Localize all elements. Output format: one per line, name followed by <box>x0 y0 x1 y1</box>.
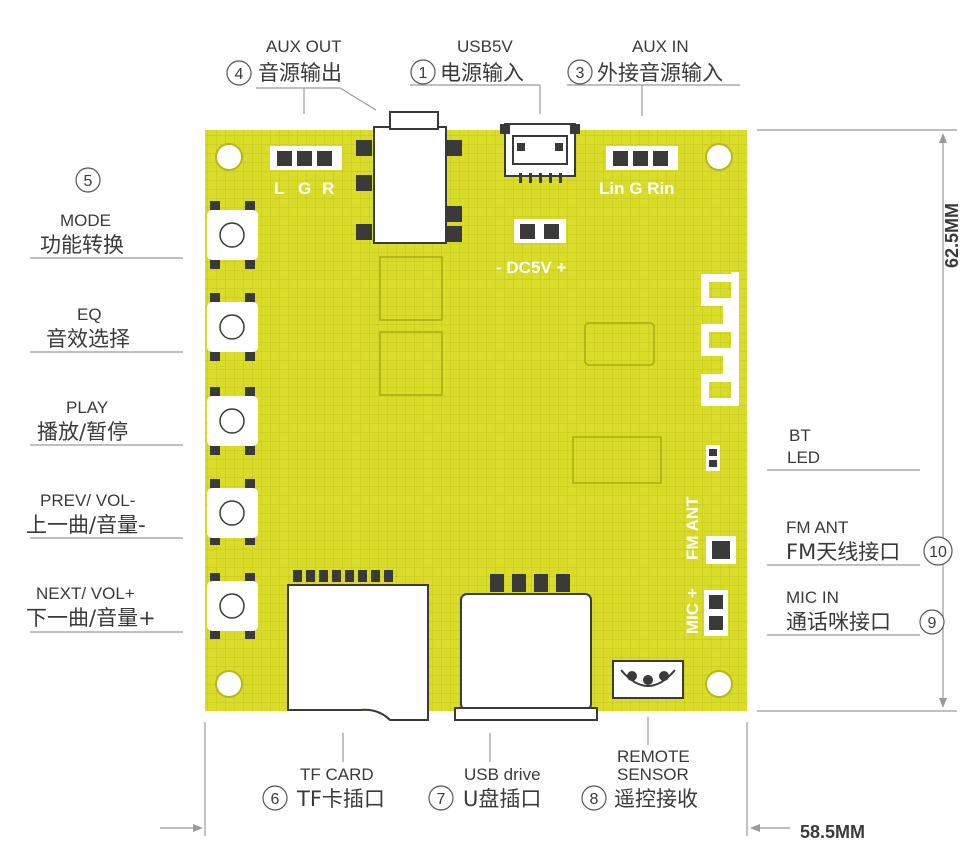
prev-button <box>207 479 258 545</box>
silk-fm-ant: FM ANT <box>683 496 702 560</box>
fm-ant-pad <box>706 536 736 564</box>
height-dimension: 62.5MM <box>942 203 962 268</box>
bt-led-label-2: LED <box>787 448 820 467</box>
mic-in-label-en: MIC IN <box>786 588 839 607</box>
play-label-cn: 播放/暂停 <box>37 420 128 444</box>
callout-1: 1 <box>419 65 428 82</box>
mode-label-cn: 功能转换 <box>40 233 124 257</box>
mounting-holes <box>215 143 733 698</box>
silk-r: R <box>322 179 334 198</box>
usb5v-label-en: USB5V <box>457 37 513 56</box>
remote-label-1: REMOTE <box>617 747 690 766</box>
usb-drive-label-en: USB drive <box>464 765 541 784</box>
audio-jack <box>356 111 462 244</box>
callout-10: 10 <box>929 544 947 561</box>
remote-label-2: SENSOR <box>617 765 689 784</box>
fm-ant-label-cn: FM天线接口 <box>786 540 900 564</box>
aux-in-header <box>606 146 678 170</box>
aux-out-label-cn: 音源输出 <box>258 61 342 85</box>
remote-label-cn: 遥控接收 <box>614 787 698 811</box>
micro-usb-port <box>500 123 580 183</box>
callout-3: 3 <box>576 65 585 82</box>
callout-4: 4 <box>235 66 244 83</box>
next-button <box>207 573 258 639</box>
callout-7: 7 <box>437 791 446 808</box>
aux-in-label-cn: 外接音源输入 <box>597 61 723 85</box>
mode-label-en: MODE <box>60 211 111 230</box>
callout-6: 6 <box>271 791 280 808</box>
tf-card-slot <box>287 570 429 721</box>
eq-label-cn: 音效选择 <box>46 327 130 351</box>
aux-out-header <box>270 146 342 170</box>
next-label-en: NEXT/ VOL+ <box>36 584 135 603</box>
prev-label-en: PREV/ VOL- <box>40 491 135 510</box>
ir-receiver <box>612 660 684 699</box>
eq-label-en: EQ <box>77 305 102 324</box>
aux-out-label-en: AUX OUT <box>266 37 342 56</box>
tf-card-label-en: TF CARD <box>300 765 374 784</box>
silk-dc5v: - DC5V + <box>496 258 566 277</box>
leader-lines <box>30 84 957 836</box>
bluetooth-antenna-trace <box>701 272 739 406</box>
silk-g: G <box>298 179 311 198</box>
dimension-arrows <box>193 133 947 832</box>
buttons <box>207 201 258 639</box>
play-label-en: PLAY <box>66 398 108 417</box>
silk-mic: MIC + <box>683 588 702 634</box>
eq-button <box>207 293 258 361</box>
usb-drive-port <box>454 574 598 721</box>
silk-lin-g-rin: Lin G Rin <box>599 179 675 198</box>
bt-led-label-1: BT <box>789 426 811 445</box>
usb5v-label-cn: 电源输入 <box>440 61 524 85</box>
callout-5: 5 <box>84 173 93 190</box>
aux-in-label-en: AUX IN <box>632 37 689 56</box>
play-button <box>207 387 258 455</box>
chip-outlines <box>379 256 662 484</box>
tf-card-label-cn: TF卡插口 <box>296 787 385 811</box>
usb-drive-label-cn: U盘插口 <box>463 787 541 811</box>
next-label-cn: 下一曲/音量+ <box>26 606 156 630</box>
bt-led <box>706 445 720 471</box>
mic-pads <box>704 590 728 636</box>
dc5v-header <box>514 219 566 243</box>
silk-l: L <box>274 179 284 198</box>
fm-ant-label-en: FM ANT <box>786 518 848 537</box>
callout-8: 8 <box>590 791 599 808</box>
width-dimension: 58.5MM <box>800 822 865 842</box>
callout-circles <box>75 59 953 811</box>
prev-label-cn: 上一曲/音量- <box>26 513 146 537</box>
callout-9: 9 <box>928 615 937 632</box>
mic-in-label-cn: 通话咪接口 <box>786 610 891 634</box>
mode-button <box>207 201 258 269</box>
